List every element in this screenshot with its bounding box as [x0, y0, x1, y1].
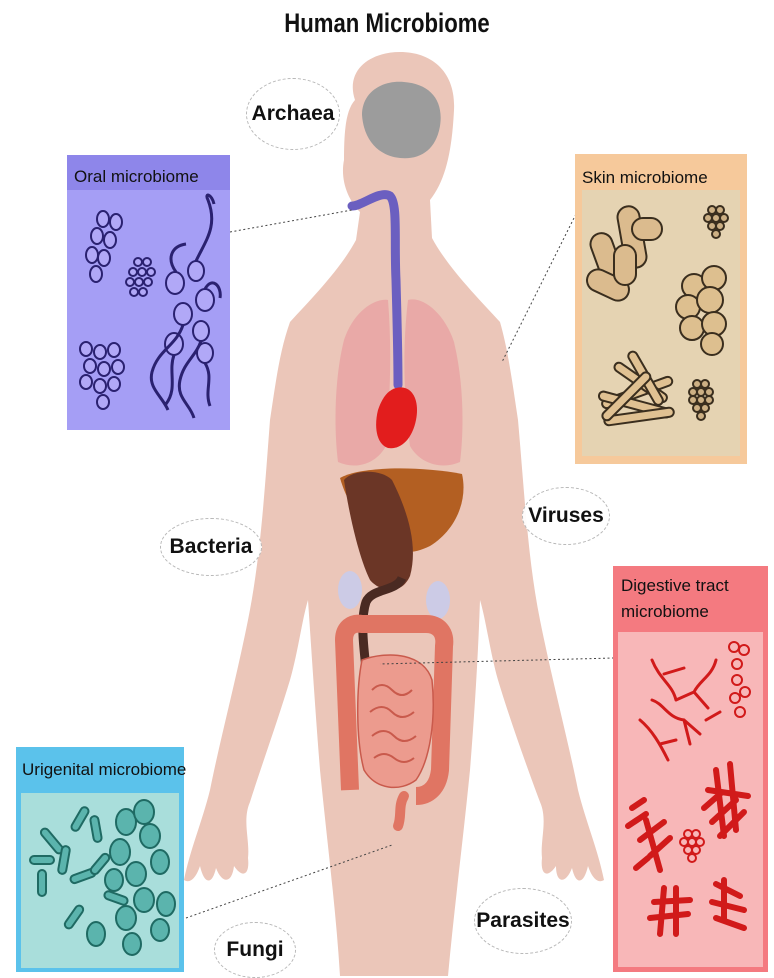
bacteria-label: Bacteria [160, 518, 262, 576]
oral-connector [230, 210, 352, 232]
small-intestine [358, 655, 433, 787]
archaea-label: Archaea [246, 78, 340, 150]
skin-microbiome-label: Skin microbiome [582, 167, 708, 188]
diagram-title: Human Microbiome [70, 8, 705, 39]
rectum [398, 796, 404, 826]
oral-microbiome-label: Oral microbiome [74, 166, 199, 187]
parasites-label: Parasites [474, 888, 572, 954]
urogenital-microbiome-label: Urigenital microbiome [22, 759, 186, 780]
skin-connector [502, 210, 578, 362]
left-kidney [338, 571, 362, 609]
viruses-label: Viruses [522, 487, 610, 545]
fungi-label: Fungi [214, 922, 296, 978]
digestive-microbiome-label-line2: microbiome [621, 601, 709, 622]
right-kidney [426, 581, 450, 619]
digestive-microbiome-label-line1: Digestive tract [621, 575, 729, 596]
